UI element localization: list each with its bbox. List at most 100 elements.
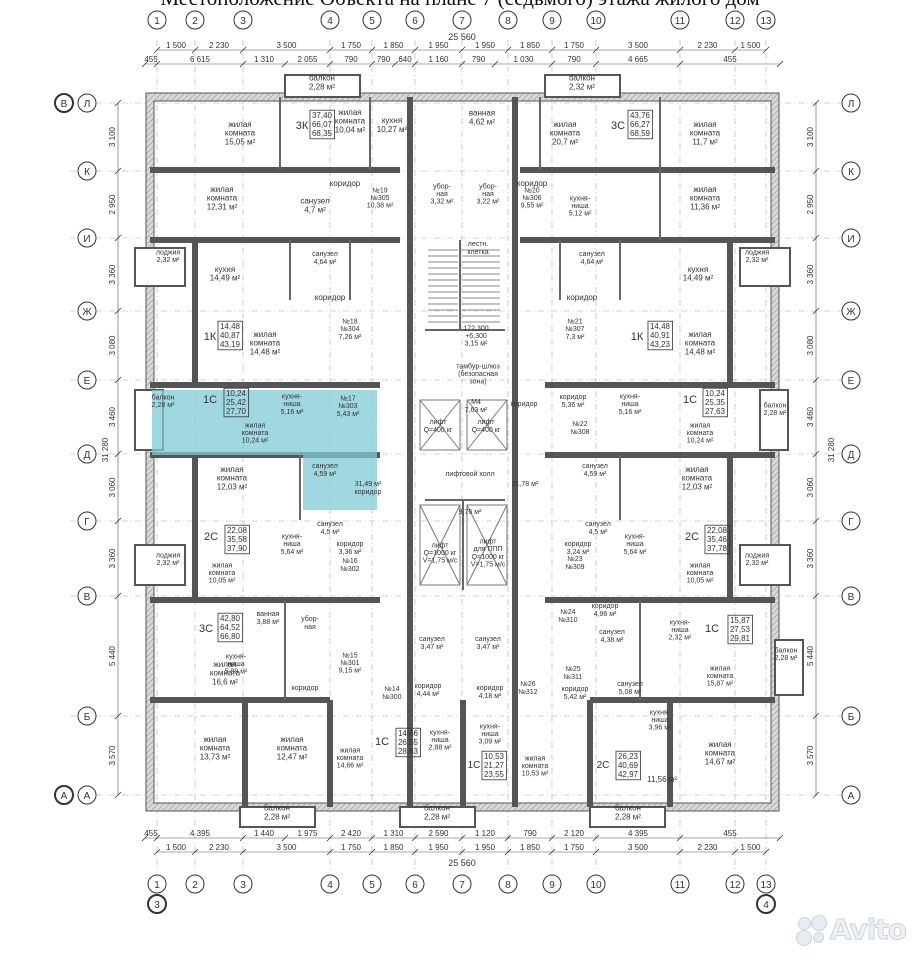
dim-bottom-2: 2 230 [209,843,230,852]
room-label-i-corridor-left: коридор [315,293,346,302]
dim-bottom-2: 2 230 [697,843,718,852]
room-label-g-2c-left-badge: 2С [204,531,218,543]
axis-col-label: 1 [154,880,160,891]
dim-top-1: 3 500 [276,41,297,50]
dim-bottom-1: 2 420 [341,829,362,838]
axis-row-label: Ж [82,307,92,318]
axis-col-label: 10 [590,16,602,27]
axis-row-label: А [84,791,91,802]
axis-row-marker [77,301,97,321]
room-label-a-1c-badge: 1С [375,736,389,748]
axis-col-label: 6 [412,880,418,891]
dim-left: 3 360 [108,264,117,285]
dim-bottom-1: 4 395 [628,829,649,838]
axis-row-marker [841,370,861,390]
axis-col-label: 5 [369,16,375,27]
axis-row-label: Б [84,712,91,723]
dim-bottom-1: 455 [144,829,158,838]
dim-left: 3 060 [108,477,117,498]
axis-row-marker [77,228,97,248]
room-label-k-corridor-left: коридор [330,179,361,188]
dim-left: 5 440 [108,645,117,666]
axis-col-label: 8 [505,16,511,27]
axis-row-label: Б [848,712,855,723]
dim-top-2: 1 030 [513,55,534,64]
axis-col-marker [362,874,382,894]
dim-right: 3 460 [806,406,815,427]
axis-col-marker [586,874,606,894]
room-label-v-1c-badge: 1С [705,623,719,635]
axis-col-marker [452,874,472,894]
axis-col-label: 3 [240,880,246,891]
dim-bottom-1: 2 590 [428,829,449,838]
dim-bottom-1: 4 395 [190,829,211,838]
room-label-k-corridor-right: коридор [517,179,548,188]
dim-top-2: 1 160 [428,55,449,64]
axis-col-label: 13 [760,16,772,27]
axis-col-marker [725,874,745,894]
highlighted-apartment[interactable] [152,390,377,510]
dim-top-2: 4 665 [628,55,649,64]
axis-col-marker [405,874,425,894]
dim-bottom-2: 3 500 [276,843,297,852]
axis-row-marker [841,93,861,113]
dim-right: 3 080 [806,335,815,356]
axis-col-label: 6 [412,16,418,27]
dim-bottom-1: 455 [723,829,737,838]
page-title: Местоположение Объекта на плане 7 (седьм… [0,0,920,11]
axis-col-marker [725,10,745,30]
axis-row-marker [77,93,97,113]
dim-top-1: 2 230 [697,41,718,50]
axis-row-marker [841,586,861,606]
dim-top-1: 1 750 [341,41,362,50]
axis-col-label: 2 [192,16,198,27]
axis-col-marker [670,10,690,30]
axis-row-label: В [848,592,855,603]
axis-tag-marker [756,894,776,914]
axis-col-marker [185,874,205,894]
dim-left: 3 460 [108,406,117,427]
dim-left: 2 950 [108,194,117,215]
